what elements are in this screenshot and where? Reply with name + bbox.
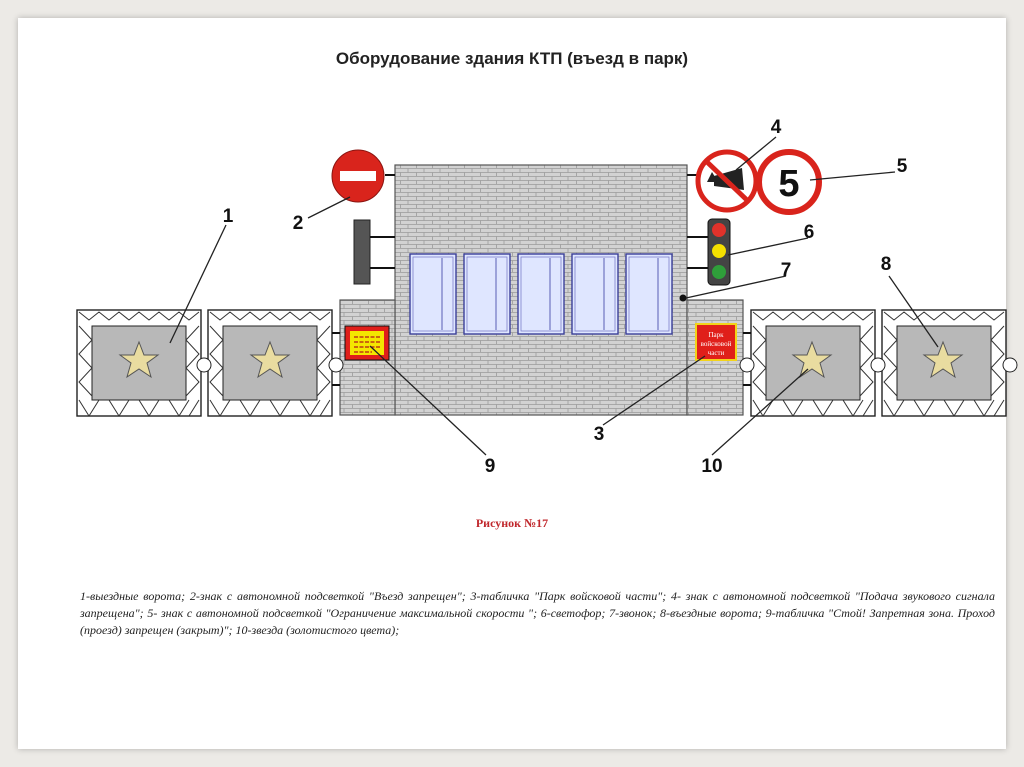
traffic-light-icon	[687, 218, 731, 286]
wall-panel	[353, 219, 395, 285]
callout-3: 3	[594, 424, 605, 445]
callout-1: 1	[223, 206, 234, 227]
no-horn-sign-icon	[687, 149, 759, 213]
figure-label: Рисунок №17	[475, 516, 549, 530]
callout-6: 6	[804, 222, 815, 243]
military-park-plate: Парк войсковой части	[695, 323, 737, 361]
figure-caption: 1-выездные ворота; 2-знак с автономной п…	[80, 589, 995, 637]
callout-8: 8	[881, 254, 892, 275]
no-entry-sign-icon	[331, 149, 395, 203]
star-icon	[118, 340, 160, 379]
star-icon	[922, 340, 964, 379]
callout-numbers: 1 2 3 4 5 6 7 8 9 10	[223, 117, 908, 477]
gate-left-outer	[76, 309, 202, 417]
gate-left-inner	[207, 309, 333, 417]
gate-right-outer	[881, 309, 1007, 417]
window	[625, 253, 673, 335]
star-icon	[249, 340, 291, 379]
callout-4: 4	[771, 117, 782, 138]
gate-right-inner	[750, 309, 876, 417]
window	[517, 253, 565, 335]
plate-line-3: части	[708, 349, 725, 357]
callout-10: 10	[701, 456, 722, 477]
callout-2: 2	[293, 213, 304, 234]
callout-7: 7	[781, 260, 792, 281]
callout-5: 5	[897, 156, 908, 177]
window	[571, 253, 619, 335]
gate-hinges	[196, 357, 1018, 373]
callout-9: 9	[485, 456, 496, 477]
diagram-title: Оборудование здания КТП (въезд в парк)	[335, 49, 689, 68]
restricted-zone-plate	[344, 325, 390, 361]
speed-limit-sign-icon: 5	[756, 149, 822, 215]
plate-line-2: войсковой	[701, 340, 732, 348]
star-icon	[791, 340, 833, 379]
window	[463, 253, 511, 335]
speed-limit-value: 5	[778, 163, 799, 205]
window	[409, 253, 457, 335]
bell-icon	[679, 294, 687, 302]
plate-line-1: Парк	[708, 331, 724, 339]
windows	[409, 253, 673, 335]
leader-lines	[169, 136, 939, 456]
